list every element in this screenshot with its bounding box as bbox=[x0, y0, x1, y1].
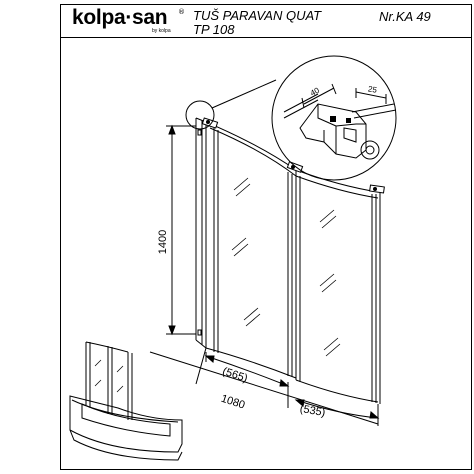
detail-callout bbox=[185, 79, 277, 130]
catalog-number: Nr.KA 49 bbox=[379, 9, 431, 24]
width-left-label: (565) bbox=[221, 365, 249, 384]
width-dimensions bbox=[149, 347, 380, 426]
height-label: 1400 bbox=[157, 230, 169, 254]
height-dimension bbox=[166, 124, 196, 336]
width-total-label: 1080 bbox=[219, 393, 246, 412]
product-code: TP 108 bbox=[193, 22, 235, 37]
product-title: TUŠ PARAVAN QUAT bbox=[193, 8, 322, 23]
brand-registered-mark: ® bbox=[178, 8, 185, 16]
panel-one bbox=[205, 121, 297, 380]
bathtub-thumbnail bbox=[69, 341, 183, 461]
glass-reflection-marks bbox=[231, 177, 341, 357]
header-divider bbox=[60, 37, 472, 38]
profile-dimension-b: 25 bbox=[367, 84, 378, 95]
brand-logo: kolpa·san bbox=[72, 6, 168, 29]
fixed-wall-profile bbox=[195, 117, 207, 349]
profile-detail bbox=[271, 55, 397, 181]
hinges bbox=[201, 117, 385, 194]
drawing-frame bbox=[60, 4, 472, 470]
bathtub-thumbnail-marks bbox=[94, 359, 124, 393]
profile-detail-shading bbox=[330, 116, 351, 123]
panel-two bbox=[295, 169, 381, 404]
brand-subtitle: by kolpa bbox=[152, 28, 171, 34]
width-right-label: (535) bbox=[299, 403, 326, 419]
